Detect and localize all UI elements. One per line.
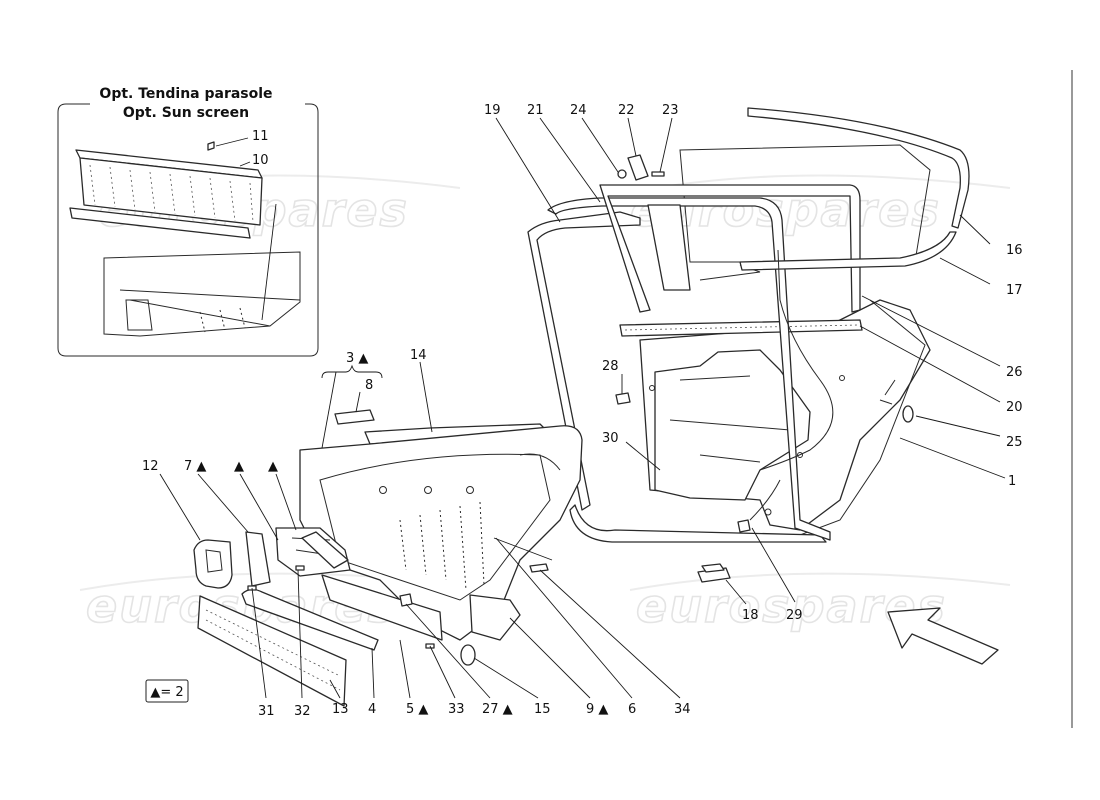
screw-24 [617,169,627,179]
callout-34: 34 [674,702,691,717]
trim-panel-assembly [193,409,583,707]
callout-25: 25 [1006,435,1023,450]
callout-18: 18 [742,608,759,623]
legend-text: ▲= 2 [150,685,183,700]
callout-7-marker-c: ▲ [268,459,278,474]
leader-lines [159,117,1006,699]
window-frame [599,184,861,313]
callout-11: 11 [252,129,269,144]
weatherstrip-lower [569,504,827,543]
callout-9: 9 ▲ [586,702,608,717]
callout-16: 16 [1006,243,1023,258]
sun-screen-base [69,207,251,239]
bracket-22 [627,154,649,181]
callout-7-marker-b: ▲ [234,459,244,474]
frame-seal-21 [547,197,831,541]
callout-30: 30 [602,431,619,446]
trim-strip-13 [197,595,347,707]
door-glass [679,144,931,263]
callout-4: 4 [368,702,376,717]
callout-21: 21 [527,103,544,118]
callout-14: 14 [410,348,427,363]
plug-25 [902,405,914,423]
guide-channel [647,204,691,291]
callout-10: 10 [252,153,269,168]
callout-17: 17 [1006,283,1023,298]
handle-cover-12 [193,539,233,589]
screw-28 [615,392,631,405]
pin-34 [529,563,549,573]
callout-13: 13 [332,702,349,717]
clip-29 [737,519,751,533]
screw-23 [651,171,665,177]
callout-6: 6 [628,702,636,717]
callout-32: 32 [294,704,311,719]
callout-27: 27 ▲ [482,702,513,717]
inset-title-italian: Opt. Tendina parasole [99,86,272,102]
screw-32 [295,565,305,571]
callout-22: 22 [618,103,635,118]
group-bracket-3 [321,364,383,379]
callout-1: 1 [1008,474,1016,489]
callout-31: 31 [258,704,275,719]
weatherstrip-19 [527,211,641,511]
inset-title-english: Opt. Sun screen [123,105,249,121]
inset-door-outline [103,251,301,337]
outer-strip-17 [739,231,957,271]
bezel-7 [245,531,271,587]
callout-20: 20 [1006,400,1023,415]
clip-8 [334,409,375,425]
callout-19: 19 [484,103,501,118]
callout-24: 24 [570,103,587,118]
cap-15 [460,644,476,666]
speaker-grille-9 [469,594,521,641]
sun-screen-hook [207,141,215,151]
inset-frame [57,103,319,357]
inset-sun-screen: Opt. Tendina parasole Opt. Sun screen 11… [57,86,319,357]
roof-seal-16 [747,107,970,229]
callout-23: 23 [662,103,679,118]
clip-27 [399,593,413,607]
callout-7: 7 ▲ [184,459,206,474]
callout-8: 8 [365,378,373,393]
callout-5: 5 ▲ [406,702,428,717]
callout-33: 33 [448,702,465,717]
callout-3: 3 ▲ [346,351,368,366]
callout-26: 26 [1006,365,1023,380]
callout-28: 28 [602,359,619,374]
callout-29: 29 [786,608,803,623]
sun-screen-mesh [79,157,263,226]
callout-12: 12 [142,459,159,474]
inner-handle [301,531,349,569]
door-assembly [527,107,970,583]
front-direction-arrow [887,607,999,665]
callout-15: 15 [534,702,551,717]
callout-labels: 1 3 ▲ 4 5 ▲ 6 7 ▲ ▲ ▲ 8 9 ▲ 12 13 14 15 … [142,103,1023,719]
legend-box [145,679,189,703]
